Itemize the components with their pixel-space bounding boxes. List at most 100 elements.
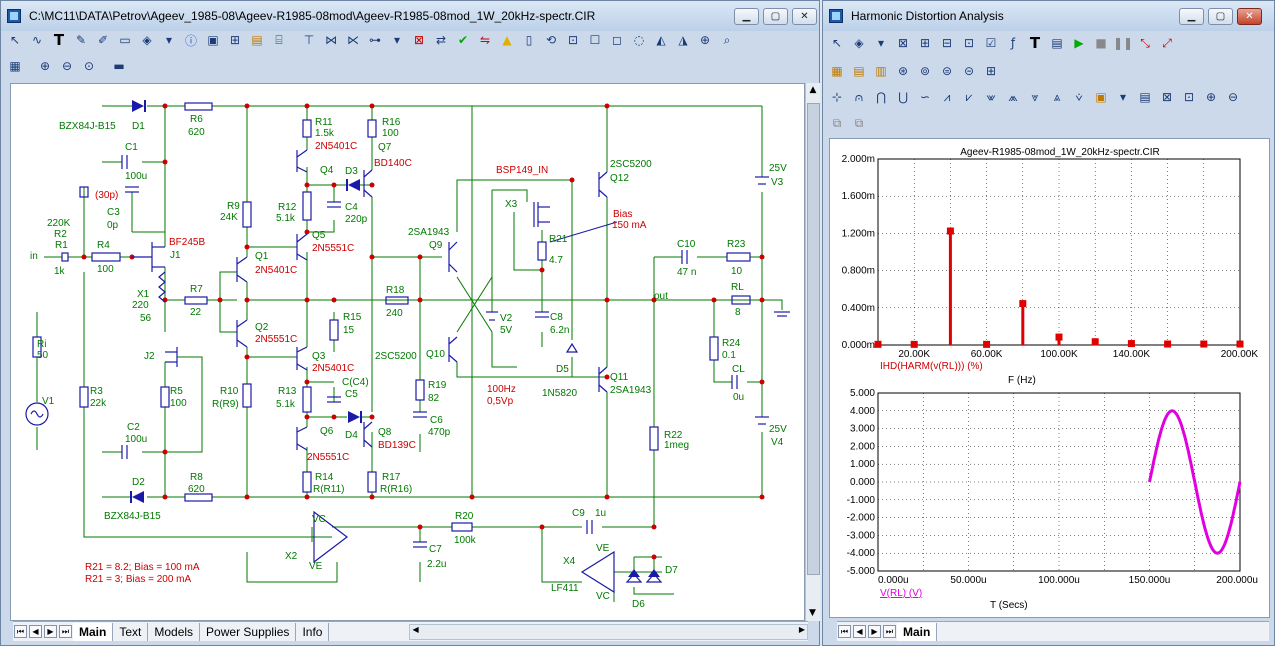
analysis-tab-last-icon[interactable]: ⏭ xyxy=(883,625,896,638)
zoom-out-icon[interactable]: ⊖ xyxy=(61,59,73,73)
fit2-icon[interactable]: ⊡ xyxy=(1183,90,1195,104)
square-icon[interactable]: ◻ xyxy=(612,33,622,47)
horizontal-scrollbar[interactable]: ◀ ▶ xyxy=(409,623,808,640)
print-icon[interactable]: ▬ xyxy=(113,59,125,73)
cursor-icon[interactable]: ☐ xyxy=(589,33,601,47)
zoom-in-icon[interactable]: ⊕ xyxy=(39,59,51,73)
node-voltages-icon[interactable]: ⋉ xyxy=(347,33,359,47)
schematic-canvas[interactable]: BZX84J-B15 D1 R6 620 C1 100u (30p) C3 0p… xyxy=(10,83,805,621)
tab-info[interactable]: Info xyxy=(296,622,330,641)
brush-icon[interactable]: ✐ xyxy=(97,33,109,47)
analysis-close-button[interactable]: ✕ xyxy=(1237,8,1262,25)
calc-icon[interactable]: ▦ xyxy=(9,59,21,73)
pin-label-icon[interactable]: ⊤ xyxy=(303,33,315,47)
graphics-icon[interactable]: ◈ xyxy=(142,33,152,47)
analysis-step-icon[interactable]: ⤢ xyxy=(1162,35,1172,50)
zoom-box-icon[interactable]: ⊟ xyxy=(941,36,953,50)
slope-icon[interactable]: ⩘ xyxy=(943,89,951,104)
schematic-vertical-scrollbar[interactable]: ▲ ▼ xyxy=(805,83,820,621)
tab-text[interactable]: Text xyxy=(113,622,149,641)
tracker-icon[interactable]: ⊡ xyxy=(963,36,975,50)
component-icon[interactable]: ⌸ xyxy=(275,32,283,47)
tab-prev-icon[interactable]: ◀ xyxy=(29,625,42,638)
page-icon[interactable]: ▯ xyxy=(525,33,533,47)
high-icon[interactable]: ⋂ xyxy=(876,90,886,104)
stop-icon[interactable]: ■ xyxy=(1095,36,1107,50)
scale-icon[interactable]: ⊠ xyxy=(897,36,909,50)
schematic-titlebar[interactable]: C:\MC11\DATA\Petrov\Ageev_1985-08\Ageev-… xyxy=(1,1,819,31)
pin-icon[interactable]: ⇄ xyxy=(435,33,447,47)
info-icon[interactable]: ⓘ xyxy=(184,33,197,48)
analysis-titlebar[interactable]: Harmonic Distortion Analysis ▁ ▢ ✕ xyxy=(823,1,1274,31)
analysis-tab-first-icon[interactable]: ⏮ xyxy=(838,625,851,638)
help-icon[interactable]: ▣ xyxy=(207,33,219,47)
global-low-icon[interactable]: ⩔ xyxy=(1031,89,1039,104)
wire-icon[interactable]: ∿ xyxy=(31,33,43,47)
analysis-plot-canvas[interactable]: Ageev-R1985-08mod_1W_20kHz-spectr.CIR 0.… xyxy=(829,138,1270,618)
peak-icon[interactable]: ⊹ xyxy=(831,90,843,104)
text-tool-icon[interactable]: T xyxy=(1029,34,1041,52)
flag-icon[interactable]: ✔ xyxy=(457,33,469,47)
select-arrow-icon[interactable]: ↖ xyxy=(831,36,843,50)
dropdown-icon[interactable]: ▾ xyxy=(165,33,173,47)
zoom-in-icon[interactable]: ⊕ xyxy=(699,33,711,47)
grid-icon[interactable]: ▤ xyxy=(251,33,263,47)
analysis-minimize-button[interactable]: ▁ xyxy=(1179,8,1204,25)
probe-icon[interactable]: ⇋ xyxy=(479,33,491,47)
cursor-mode4-icon[interactable]: ⊝ xyxy=(963,64,975,78)
paste-icon[interactable]: ⧉ xyxy=(854,115,864,130)
properties-icon[interactable]: ▤ xyxy=(1051,36,1063,50)
tab-models[interactable]: Models xyxy=(148,622,201,641)
func-icon[interactable]: ƒ xyxy=(1010,36,1016,50)
next-point-icon[interactable]: ⩗ xyxy=(965,89,973,104)
scroll-right-arrow[interactable]: ▶ xyxy=(798,624,805,634)
analysis-tab-next-icon[interactable]: ▶ xyxy=(868,625,881,638)
node-numbers-icon[interactable]: ⋈ xyxy=(325,33,337,47)
tab-power-supplies[interactable]: Power Supplies xyxy=(200,622,297,641)
global-high-icon[interactable]: ⩕ xyxy=(1008,89,1018,104)
zoom-in-icon[interactable]: ⊕ xyxy=(1205,90,1217,104)
inflection-icon[interactable]: ∽ xyxy=(919,90,931,104)
tab-last-icon[interactable]: ⏭ xyxy=(59,625,72,638)
rotate-icon[interactable]: ⟲ xyxy=(545,33,557,47)
zoom-out-icon[interactable]: ⊖ xyxy=(1227,90,1239,104)
bottom-icon[interactable]: ⩒ xyxy=(1075,89,1083,104)
pause-icon[interactable]: ❚❚ xyxy=(1112,36,1134,50)
analysis-zoom-icon[interactable]: ⤡ xyxy=(1140,35,1150,50)
graphics-icon[interactable]: ◈ xyxy=(854,36,864,50)
fit-icon[interactable]: ⊠ xyxy=(1161,90,1173,104)
next-inter-icon[interactable]: ⩖ xyxy=(986,89,996,104)
copy-icon[interactable]: ⧉ xyxy=(832,115,842,130)
scroll-up-arrow[interactable]: ▲ xyxy=(809,85,817,95)
cursor-mode-icon[interactable]: ⊛ xyxy=(897,64,909,78)
top-icon[interactable]: ⩓ xyxy=(1053,89,1061,104)
tab-first-icon[interactable]: ⏮ xyxy=(14,625,27,638)
text-tool-icon[interactable]: T xyxy=(53,31,65,49)
low-icon[interactable]: ⋃ xyxy=(898,90,908,104)
maximize-button[interactable]: ▢ xyxy=(763,8,788,25)
analysis-tab-prev-icon[interactable]: ◀ xyxy=(853,625,866,638)
analysis-tab-main[interactable]: Main xyxy=(897,622,938,641)
conditions-icon[interactable]: ⊠ xyxy=(413,33,425,47)
minimize-button[interactable]: ▁ xyxy=(734,8,759,25)
properties-icon[interactable]: ⊞ xyxy=(229,33,241,47)
run-icon[interactable]: ▶ xyxy=(1074,36,1084,50)
scroll-thumb[interactable] xyxy=(807,103,820,575)
flip-y-icon[interactable]: ◮ xyxy=(678,33,688,47)
find-icon[interactable]: ⌕ xyxy=(723,32,731,47)
fit-icon[interactable]: ⊡ xyxy=(567,33,579,47)
pencil-icon[interactable]: ✎ xyxy=(75,33,87,47)
plot-icon[interactable]: ⊞ xyxy=(919,36,931,50)
check-icon[interactable]: ☑ xyxy=(985,36,997,50)
flip-x-icon[interactable]: ◭ xyxy=(656,33,666,47)
zoom-fit-icon[interactable]: ⊙ xyxy=(83,59,95,73)
warning-icon[interactable]: ▲ xyxy=(502,33,512,47)
options-icon[interactable]: ▣ xyxy=(1095,90,1107,104)
dropdown-icon[interactable]: ▾ xyxy=(877,36,885,50)
cursor-mode2-icon[interactable]: ⊚ xyxy=(919,64,931,78)
close-button[interactable]: ✕ xyxy=(792,8,817,25)
list-icon[interactable]: ▥ xyxy=(875,64,887,78)
table-icon[interactable]: ▤ xyxy=(853,64,865,78)
cursor-mode3-icon[interactable]: ⊜ xyxy=(941,64,953,78)
scroll-down-arrow[interactable]: ▼ xyxy=(809,608,816,618)
